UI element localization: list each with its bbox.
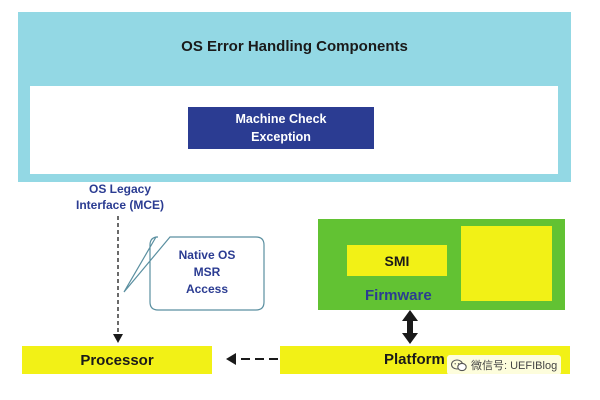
os-error-handling-title: OS Error Handling Components [181, 38, 408, 55]
msr-label-line1: Native OS [178, 248, 236, 262]
legacy-interface-arrowhead [113, 334, 123, 343]
firmware-platform-double-arrow [402, 310, 418, 344]
wechat-watermark: 微信号: UEFIBlog [447, 355, 562, 375]
msr-callout-bubble [123, 236, 265, 311]
processor-arrowhead [226, 353, 236, 365]
legacy-label-line1: OS Legacy [88, 182, 152, 196]
os-legacy-interface-label: OS Legacy Interface (MCE) [60, 181, 180, 213]
native-os-msr-access-label: Native OS MSR Access [150, 247, 264, 298]
watermark-text: 微信号: UEFIBlog [471, 360, 558, 372]
platform-label: Platform [384, 351, 445, 368]
processor-box: Processor [22, 346, 212, 374]
legacy-label-line2: Interface (MCE) [75, 198, 164, 212]
msr-label-line2: MSR [193, 265, 221, 279]
mce-label-line2: Exception [251, 130, 311, 144]
smi-box: SMI [347, 245, 447, 276]
msr-label-line3: Access [185, 282, 229, 296]
machine-check-exception-box: Machine Check Exception [188, 107, 374, 149]
firmware-label: Firmware [365, 287, 432, 304]
wechat-icon [451, 358, 467, 371]
firmware-yellow-block [461, 226, 552, 301]
mce-label-line1: Machine Check [235, 112, 327, 126]
